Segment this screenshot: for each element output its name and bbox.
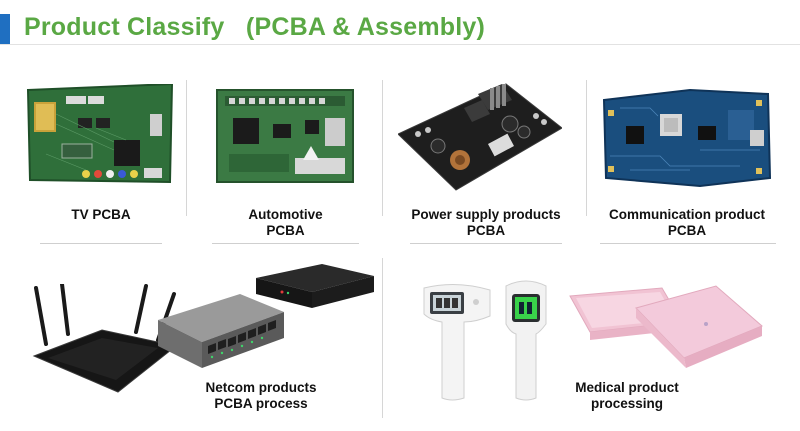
product-label-netcom: Netcom products PCBA process bbox=[186, 380, 336, 412]
product-label-tv-pcba: TV PCBA bbox=[40, 207, 162, 223]
label-line: PCBA bbox=[667, 223, 707, 238]
label-line: processing bbox=[590, 396, 664, 411]
tv-pcba-image bbox=[26, 84, 174, 184]
divider bbox=[586, 80, 587, 216]
label-line: Communication product bbox=[609, 207, 765, 222]
label-line: Automotive bbox=[248, 207, 323, 222]
label-line: Netcom products bbox=[205, 380, 317, 395]
handheld-thermometer-image bbox=[500, 276, 552, 402]
divider bbox=[212, 243, 359, 244]
divider bbox=[382, 258, 383, 418]
label-line: PCBA bbox=[466, 223, 506, 238]
communication-pcba-image bbox=[600, 86, 772, 190]
product-label-communication: Communication product PCBA bbox=[592, 207, 782, 239]
forehead-thermometer-image bbox=[416, 282, 496, 402]
page-title: Product Classify (PCBA & Assembly) bbox=[24, 13, 486, 41]
divider bbox=[382, 80, 383, 216]
set-top-box-image bbox=[252, 262, 376, 312]
divider bbox=[40, 243, 162, 244]
divider bbox=[410, 243, 562, 244]
header-underline bbox=[0, 44, 800, 45]
product-label-power-supply: Power supply products PCBA bbox=[396, 207, 576, 239]
power-supply-pcba-image bbox=[398, 80, 562, 192]
label-line: Power supply products bbox=[411, 207, 561, 222]
header-accent-bar bbox=[0, 14, 10, 44]
label-line: PCBA bbox=[266, 223, 305, 238]
automotive-pcba-image bbox=[215, 88, 355, 184]
product-label-medical: Medical product processing bbox=[552, 380, 702, 412]
label-line: PCBA process bbox=[214, 396, 308, 411]
divider bbox=[186, 80, 187, 216]
label-line: TV PCBA bbox=[71, 207, 131, 222]
divider bbox=[600, 243, 776, 244]
label-line: Medical product bbox=[575, 380, 679, 395]
network-switch-image bbox=[154, 294, 286, 370]
product-label-automotive: Automotive PCBA bbox=[212, 207, 359, 239]
pink-case-image bbox=[566, 284, 766, 368]
